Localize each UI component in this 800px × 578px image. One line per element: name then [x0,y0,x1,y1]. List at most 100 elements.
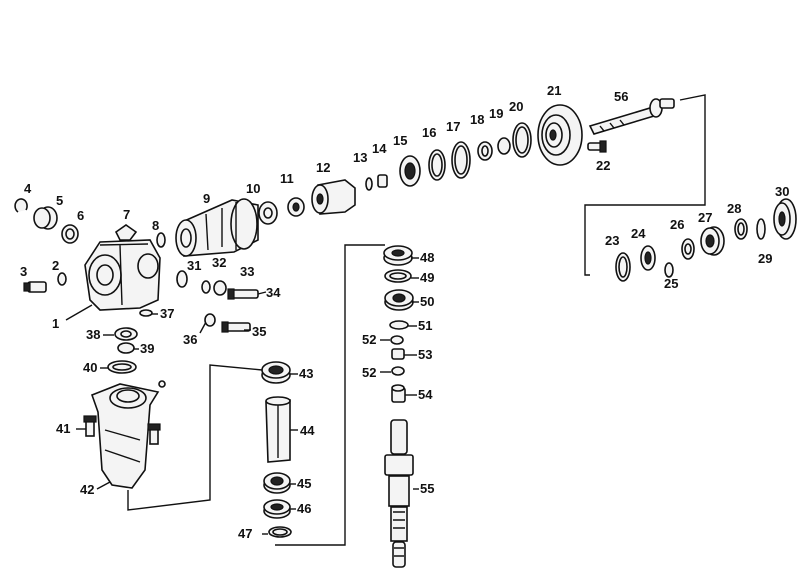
part-28-ring [734,218,748,240]
label-9: 9 [203,191,210,206]
label-23: 23 [605,233,619,248]
label-15: 15 [393,133,407,148]
label-46: 46 [297,501,311,516]
label-20: 20 [509,99,523,114]
part-1-pump-housing [84,239,161,311]
part-47-ring [268,526,292,538]
label-53: 53 [418,347,432,362]
part-21-cover [537,104,583,166]
label-34: 34 [266,285,281,300]
label-3: 3 [20,264,27,279]
part-43-bearing [261,361,291,384]
part-36-nut [204,313,216,327]
label-39: 39 [140,341,154,356]
label-48: 48 [420,250,434,265]
label-12: 12 [316,160,330,175]
part-51-oring [389,320,409,330]
label-30: 30 [775,184,789,199]
part-6-ring [61,224,79,244]
label-17: 17 [446,119,460,134]
part-2-washer [57,272,67,286]
label-28: 28 [727,201,741,216]
label-dashes [76,257,419,535]
label-5: 5 [56,193,63,208]
label-19: 19 [489,106,503,121]
part-37-washer [139,309,153,317]
part-17-ring [451,141,471,179]
part-10-bushing [258,201,278,225]
part-56-shaft [588,98,675,135]
part-4-clip [14,198,28,213]
label-35: 35 [252,324,266,339]
label-49: 49 [420,270,434,285]
part-18-washer [477,141,493,161]
label-16: 16 [422,125,436,140]
label-56: 56 [614,89,628,104]
label-38: 38 [86,327,100,342]
label-26: 26 [670,217,684,232]
part-55-input-shaft [384,419,414,568]
part-3-bolt [23,281,47,293]
part-38-seal [114,327,138,341]
label-37: 37 [160,306,174,321]
label-36: 36 [183,332,197,347]
label-14: 14 [372,141,387,156]
label-22: 22 [596,158,610,173]
label-11: 11 [280,171,294,186]
part-45-bearing [263,472,291,494]
label-1: 1 [52,316,59,331]
part-22-bolt [587,140,607,153]
label-55: 55 [420,481,434,496]
part-15-bearing [399,155,421,187]
part-42-reservoir-body [90,380,166,489]
label-10: 10 [246,181,260,196]
part-46-seal [263,499,291,519]
bracket-right-group [584,94,706,276]
leader-34 [257,291,267,295]
label-52a: 52 [362,332,376,347]
part-40-seal-ring [107,360,137,374]
part-48-seal [383,245,413,266]
part-20-snap-ring [512,122,532,158]
label-2: 2 [52,258,59,273]
label-18: 18 [470,112,484,127]
label-25: 25 [664,276,678,291]
label-47: 47 [238,526,252,541]
label-33: 33 [240,264,254,279]
part-25-washer [664,262,674,278]
bracket-left-group [127,364,263,511]
label-13: 13 [353,150,367,165]
label-4: 4 [24,181,32,196]
label-7: 7 [123,207,130,222]
part-32-washer [201,280,211,294]
label-52b: 52 [362,365,376,380]
part-33-nut [213,280,227,296]
part-30-cap [773,198,797,240]
part-35-bolt [221,321,251,333]
part-52b-ring [391,366,405,376]
part-19-oring [497,137,511,155]
part-52a-ring [390,335,404,345]
part-12-valve-sleeve [311,179,356,215]
part-54-nut [391,384,406,403]
label-43: 43 [299,366,313,381]
label-54: 54 [418,387,433,402]
part-16-ring [428,149,446,181]
part-8-oring [156,232,166,248]
label-42: 42 [80,482,94,497]
label-51: 51 [418,318,432,333]
part-39-ring [117,342,135,354]
part-5-seal [33,206,58,230]
part-11-nut [287,197,305,217]
part-9-rotor-housing [175,198,259,257]
part-14-pin [377,174,388,188]
part-49-ring [384,269,412,283]
label-41: 41 [56,421,70,436]
part-41-bolts [83,415,161,445]
label-45: 45 [297,476,311,491]
bracket-center-group [275,244,385,546]
leader-36 [199,321,207,334]
part-34-bolt [227,288,259,300]
label-50: 50 [420,294,434,309]
